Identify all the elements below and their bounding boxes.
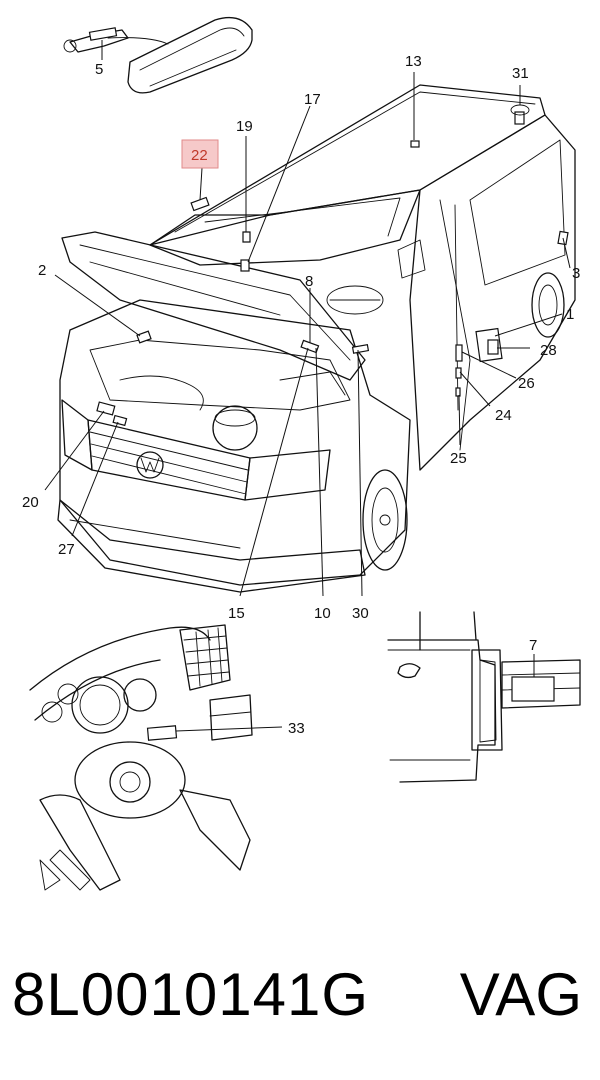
label-19 [242,231,251,243]
callout-22: 22 [191,147,208,164]
label-13 [410,140,420,148]
label-27 [112,414,128,427]
callout-31: 31 [512,65,529,82]
callout-17: 17 [304,91,321,108]
inset-door-pillar [387,611,581,783]
callout-24: 24 [495,407,512,424]
label-20 [96,401,116,416]
label-2 [136,330,152,344]
label-25 [455,387,461,397]
label-17 [240,259,250,272]
footer: 8L0010141G VAG [0,950,600,1060]
callout-26: 26 [518,375,535,392]
callout-28: 28 [540,342,557,359]
callout-1: 1 [566,306,574,323]
callout-19: 19 [236,118,253,135]
label-33 [146,725,178,741]
label-31 [514,111,525,125]
van-illustration [57,84,576,593]
callout-30: 30 [352,605,369,622]
leader-lines [44,72,571,597]
callout-8: 8 [305,273,313,290]
callout-15: 15 [228,605,245,622]
callout-10: 10 [314,605,331,622]
label-22 [190,196,210,212]
parts-location-diagram: 5 13 31 17 19 22 2 3 8 1 28 26 24 25 20 … [22,16,581,891]
callout-7: 7 [529,637,537,654]
inset-mirror-housing [63,16,253,94]
brand-name: VAG [459,961,582,1028]
callout-13: 13 [405,53,422,70]
label-26 [455,344,463,362]
callout-5: 5 [95,61,103,78]
label-28 [487,339,499,355]
callout-2: 2 [38,262,46,279]
label-5 [88,27,118,41]
callout-27: 27 [58,541,75,558]
callout-33: 33 [288,720,305,737]
callout-labels: 5 13 31 17 19 22 2 3 8 1 28 26 24 25 20 … [22,53,580,737]
label-7 [511,676,555,702]
part-number: 8L0010141G [12,961,369,1028]
label-30 [351,343,370,354]
callout-25: 25 [450,450,467,467]
inset-dashboard [29,624,283,891]
highlight-callout-22 [181,139,219,169]
callout-20: 20 [22,494,39,511]
label-8 [300,339,320,354]
callout-3: 3 [572,265,580,282]
